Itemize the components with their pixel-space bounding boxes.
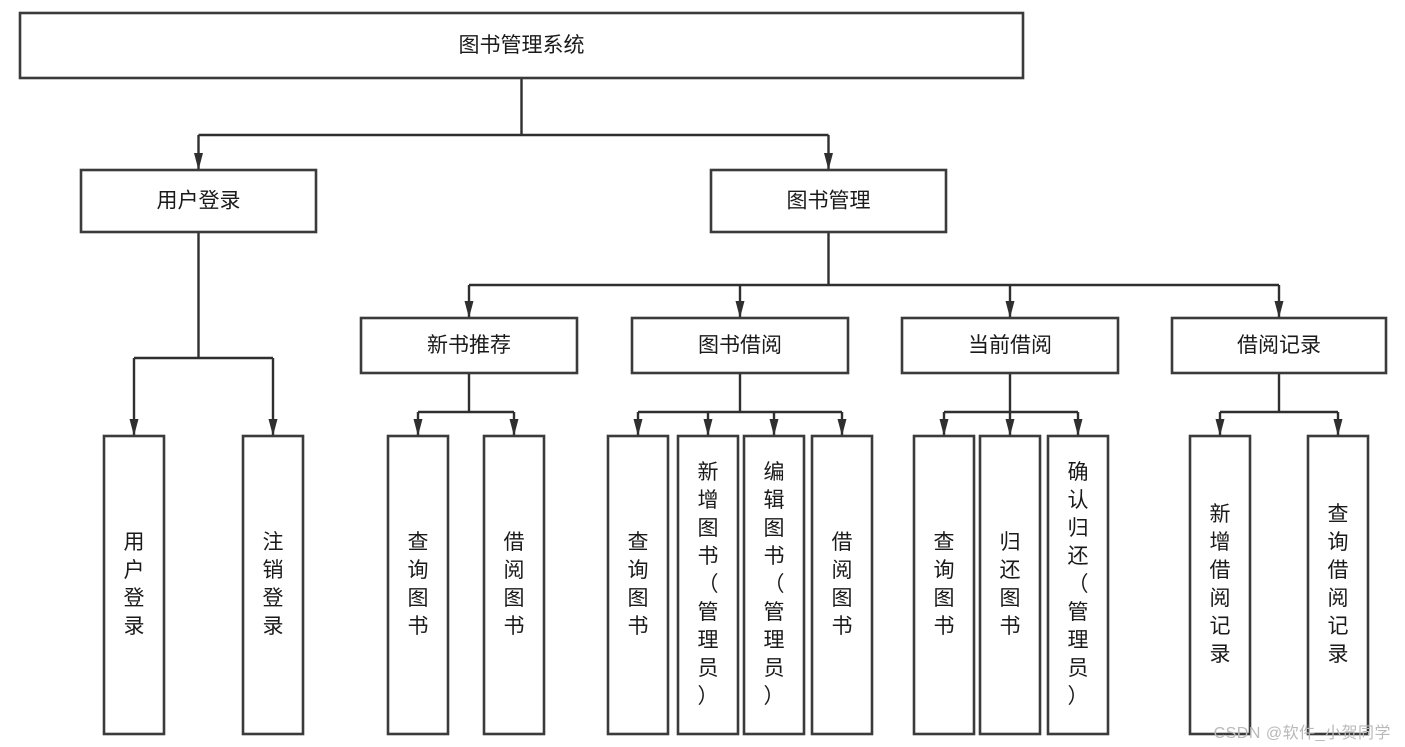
node-box-borrow-record[interactable] <box>1170 316 1388 375</box>
node-label-leaf-query-book-rec: 查询图书 <box>408 531 429 638</box>
edge-group-book-manage <box>464 232 1284 318</box>
node-label-root: 图书管理系统 <box>459 34 585 57</box>
node-leaf-edit-book[interactable]: 编辑图书（管理员） <box>742 434 806 736</box>
node-leaf-add-book[interactable]: 新增图书（管理员） <box>676 434 740 736</box>
node-box-leaf-query-record[interactable] <box>1306 434 1370 736</box>
node-box-user-login[interactable] <box>79 168 318 234</box>
edge-arrowhead <box>633 419 643 436</box>
node-box-leaf-query-book-cur[interactable] <box>912 434 976 736</box>
node-borrow-record[interactable]: 借阅记录 <box>1170 316 1388 375</box>
node-current-borrow[interactable]: 当前借阅 <box>900 316 1120 375</box>
edge-group-new-book-recommend <box>413 373 519 436</box>
edge-arrowhead <box>769 419 779 436</box>
edge-arrowhead <box>1073 419 1083 436</box>
node-book-borrow[interactable]: 图书借阅 <box>630 316 850 375</box>
node-label-user-login: 用户登录 <box>157 190 241 213</box>
edge-arrowhead <box>1274 301 1284 318</box>
csdn-watermark: CSDN @软件_小贺同学 <box>1213 725 1391 742</box>
node-box-leaf-edit-book[interactable] <box>742 434 806 736</box>
edge-arrowhead <box>129 419 139 436</box>
node-label-borrow-record: 借阅记录 <box>1237 334 1321 357</box>
edge-arrowhead <box>1215 419 1225 436</box>
node-box-leaf-query-book-brw[interactable] <box>606 434 670 736</box>
node-box-leaf-query-book-rec[interactable] <box>386 434 450 736</box>
node-label-leaf-query-book-cur: 查询图书 <box>934 531 955 638</box>
node-root[interactable]: 图书管理系统 <box>18 11 1025 80</box>
node-label-leaf-return-book: 归还图书 <box>1000 531 1021 638</box>
edge-arrowhead <box>268 419 278 436</box>
node-user-login[interactable]: 用户登录 <box>79 168 318 234</box>
node-box-leaf-return-book[interactable] <box>978 434 1042 736</box>
node-box-root[interactable] <box>18 11 1025 80</box>
node-box-leaf-logout[interactable] <box>241 434 305 736</box>
node-label-leaf-confirm-return: 确认归还（管理员） <box>1068 461 1089 708</box>
node-label-leaf-add-book: 新增图书（管理员） <box>698 461 719 708</box>
node-leaf-user-login[interactable]: 用户登录 <box>102 434 166 736</box>
node-label-leaf-user-login: 用户登录 <box>124 531 145 638</box>
edge-arrowhead <box>703 419 713 436</box>
edge-group-root <box>194 78 833 170</box>
node-box-book-borrow[interactable] <box>630 316 850 375</box>
edge-arrowhead <box>1005 301 1015 318</box>
node-new-book-recommend[interactable]: 新书推荐 <box>359 316 579 375</box>
node-label-leaf-query-book-brw: 查询图书 <box>628 531 649 638</box>
node-label-book-manage: 图书管理 <box>787 190 871 213</box>
edge-group-book-borrow <box>633 373 847 436</box>
edge-arrowhead <box>735 301 745 318</box>
edges-layer <box>129 78 1343 436</box>
node-box-leaf-user-login[interactable] <box>102 434 166 736</box>
node-box-current-borrow[interactable] <box>900 316 1120 375</box>
node-box-new-book-recommend[interactable] <box>359 316 579 375</box>
edge-arrowhead <box>824 153 833 170</box>
node-label-book-borrow: 图书借阅 <box>698 334 782 357</box>
node-label-leaf-query-record: 查询借阅记录 <box>1328 503 1349 666</box>
node-book-manage[interactable]: 图书管理 <box>709 168 948 234</box>
nodes-layer: 图书管理系统用户登录图书管理新书推荐图书借阅当前借阅借阅记录用户登录注销登录查询… <box>18 11 1388 736</box>
edge-arrowhead <box>1333 419 1343 436</box>
node-leaf-logout[interactable]: 注销登录 <box>241 434 305 736</box>
node-box-leaf-borrow-book-rec[interactable] <box>482 434 546 736</box>
node-leaf-borrow-book-brw[interactable]: 借阅图书 <box>810 434 874 736</box>
node-leaf-add-record[interactable]: 新增借阅记录 <box>1188 434 1252 736</box>
edge-group-user-login <box>129 232 278 436</box>
edge-arrowhead <box>413 419 423 436</box>
node-label-leaf-borrow-book-brw: 借阅图书 <box>832 531 853 638</box>
node-box-leaf-confirm-return[interactable] <box>1046 434 1110 736</box>
edge-arrowhead <box>509 419 519 436</box>
edge-arrowhead <box>464 301 474 318</box>
edge-arrowhead <box>939 419 949 436</box>
edge-group-borrow-record <box>1215 373 1343 436</box>
node-leaf-borrow-book-rec[interactable]: 借阅图书 <box>482 434 546 736</box>
edge-arrowhead <box>1005 419 1015 436</box>
node-box-leaf-add-book[interactable] <box>676 434 740 736</box>
node-leaf-return-book[interactable]: 归还图书 <box>978 434 1042 736</box>
node-leaf-query-book-cur[interactable]: 查询图书 <box>912 434 976 736</box>
node-leaf-query-book-brw[interactable]: 查询图书 <box>606 434 670 736</box>
edge-arrowhead <box>194 153 203 170</box>
node-label-leaf-borrow-book-rec: 借阅图书 <box>504 531 525 638</box>
node-leaf-query-book-rec[interactable]: 查询图书 <box>386 434 450 736</box>
node-box-leaf-borrow-book-brw[interactable] <box>810 434 874 736</box>
node-label-current-borrow: 当前借阅 <box>968 334 1052 357</box>
node-label-leaf-logout: 注销登录 <box>263 531 284 638</box>
node-label-leaf-edit-book: 编辑图书（管理员） <box>764 461 785 708</box>
node-box-leaf-add-record[interactable] <box>1188 434 1252 736</box>
node-leaf-query-record[interactable]: 查询借阅记录 <box>1306 434 1370 736</box>
edge-arrowhead <box>837 419 847 436</box>
node-leaf-confirm-return[interactable]: 确认归还（管理员） <box>1046 434 1110 736</box>
node-box-book-manage[interactable] <box>709 168 948 234</box>
node-label-leaf-add-record: 新增借阅记录 <box>1210 503 1231 666</box>
edge-group-current-borrow <box>939 373 1083 436</box>
node-label-new-book-recommend: 新书推荐 <box>427 334 511 357</box>
